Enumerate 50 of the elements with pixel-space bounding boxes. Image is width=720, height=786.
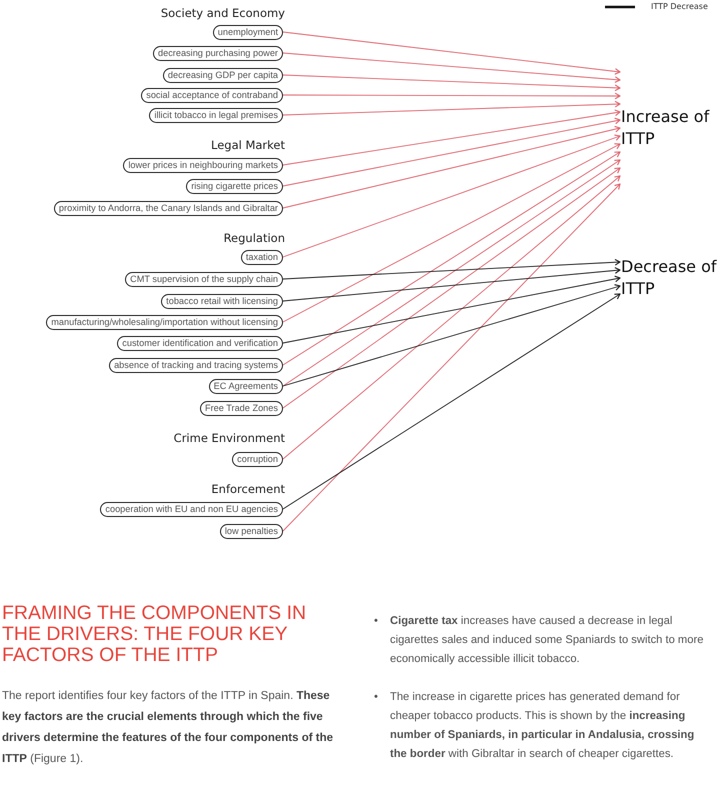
arrow bbox=[282, 284, 621, 386]
arrow bbox=[282, 32, 621, 75]
factor-pill: Free Trade Zones bbox=[200, 400, 283, 416]
arrow bbox=[282, 52, 621, 83]
group-heading: Regulation bbox=[224, 231, 285, 245]
arrow bbox=[282, 175, 621, 460]
group-heading: Legal Market bbox=[210, 138, 285, 152]
arrow bbox=[282, 134, 621, 258]
bullet-point: • bbox=[374, 614, 379, 629]
factor-pill: CMT supervision of the supply chain bbox=[125, 272, 283, 286]
group-heading: Society and Economy bbox=[160, 6, 285, 20]
factor-pill: low penalties bbox=[220, 524, 283, 538]
factor-pill: rising cigarette prices bbox=[186, 178, 283, 194]
arrow bbox=[282, 109, 621, 166]
arrow bbox=[282, 293, 621, 510]
bullet-point: • bbox=[374, 690, 379, 705]
legend-label: ITTP Decrease bbox=[651, 2, 708, 11]
factor-pill: lower prices in neighbouring markets bbox=[123, 158, 283, 172]
arrow bbox=[282, 118, 621, 186]
section-heading: FRAMING THE COMPONENTS IN THE DRIVERS: THE FOUR KEY FACTORS OF THE ITTP bbox=[2, 603, 308, 666]
factor-pill: EC Agreements bbox=[208, 378, 283, 394]
arrow bbox=[282, 143, 621, 322]
factor-pill: illicit tobacco in legal premises bbox=[149, 108, 283, 122]
factor-pill: decreasing GDP per capita bbox=[162, 68, 283, 82]
factor-pill: corruption bbox=[232, 452, 283, 466]
group-heading: Crime Environment bbox=[174, 431, 285, 445]
arrow bbox=[282, 100, 621, 116]
factor-pill: absence of tracking and tracing systems bbox=[109, 358, 283, 372]
arrow bbox=[282, 126, 621, 208]
factor-pill: social acceptance of contraband bbox=[141, 88, 283, 102]
body-paragraph: The report identifies four key factors of the ITTP in Spain. These key factors are the crucial elements through which the five drivers determine the features of the four components of the ITTP (Figure 1). bbox=[2, 689, 334, 767]
factor-pill: proximity to Andorra, the Canary Islands and Gibraltar bbox=[54, 200, 283, 216]
arrow bbox=[282, 92, 621, 100]
outcome-label: Decrease of ITTP bbox=[621, 256, 717, 300]
outcome-label: Increase of ITTP bbox=[621, 66, 717, 190]
arrow bbox=[282, 258, 621, 280]
factor-pill: customer identification and verification bbox=[117, 336, 283, 350]
bullet-paragraph: The increase in cigarette prices has generated demand for cheaper tobacco products. This is shown by the increasing number of Spaniards, in particular in Andalusia, crossing the border with Gibraltar in search of cheaper cigarettes. bbox=[390, 690, 696, 762]
group-heading: Enforcement bbox=[211, 482, 285, 496]
arrow bbox=[282, 74, 621, 92]
bullet-paragraph: Cigarette tax increases have caused a decrease in legal cigarettes sales and induced some Spaniards to switch to more economically accessible illicit tobacco. bbox=[390, 614, 704, 667]
factor-pill: taxation bbox=[240, 250, 283, 264]
arrow bbox=[282, 267, 621, 302]
factor-pill: decreasing purchasing power bbox=[152, 46, 283, 60]
factor-pill: tobacco retail with licensing bbox=[161, 294, 283, 308]
factor-pill: unemployment bbox=[212, 24, 283, 40]
factor-pill: manufacturing/wholesaling/importation without licensing bbox=[46, 314, 283, 330]
factor-pill: cooperation with EU and non EU agencies bbox=[100, 502, 283, 516]
arrow bbox=[282, 276, 621, 344]
arrow bbox=[282, 183, 621, 532]
